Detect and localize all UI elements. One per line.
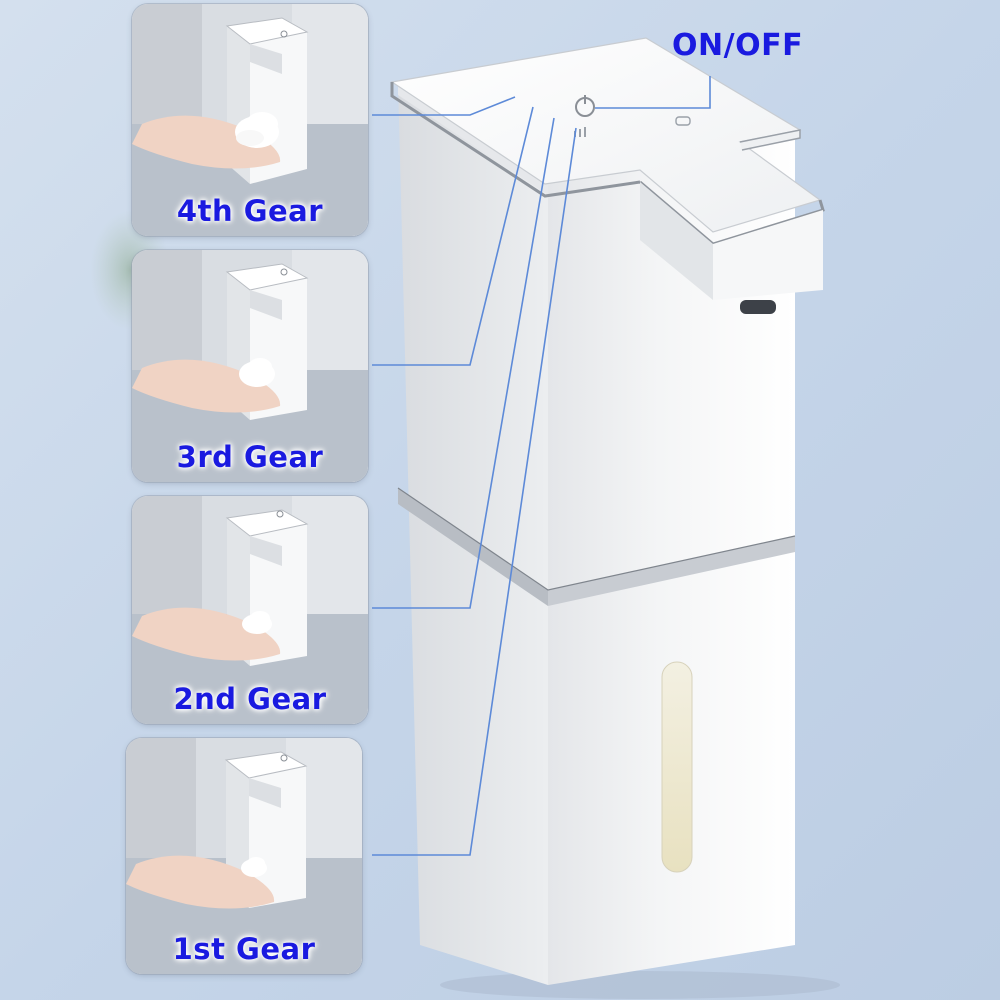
- gear-panel-label: 2nd Gear: [173, 682, 327, 716]
- sensor-indicator-icon: [675, 116, 691, 126]
- power-callout-label: ON/OFF: [672, 28, 804, 63]
- gear-3-photo: [132, 250, 368, 482]
- gear-1-photo: [126, 738, 362, 974]
- gear-panel-label: 3rd Gear: [176, 440, 324, 474]
- gear-panel-label: 4th Gear: [176, 194, 324, 228]
- gear-panel-2nd: 2nd Gear: [132, 496, 368, 724]
- gear-panel-label: 1st Gear: [172, 932, 316, 966]
- power-icon[interactable]: [575, 95, 595, 117]
- gear-panel-3rd: 3rd Gear: [132, 250, 368, 482]
- gear-panel-4th: 4th Gear: [132, 4, 368, 236]
- sensor-window-icon: [740, 300, 776, 314]
- gear-2-photo: [132, 496, 368, 724]
- gear-panel-1st: 1st Gear: [126, 738, 362, 974]
- gear-4-photo: [132, 4, 368, 236]
